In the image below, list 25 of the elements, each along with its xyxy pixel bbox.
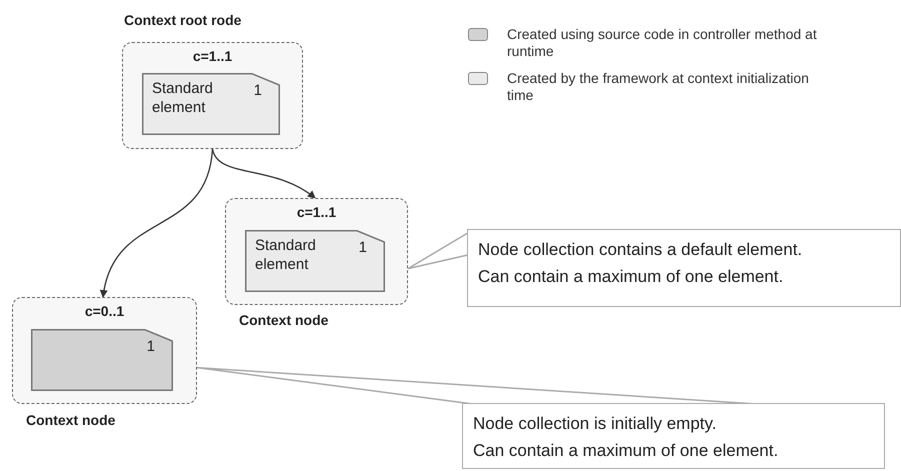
callout-box (462, 403, 885, 469)
element-count: 1 (254, 81, 262, 100)
context-element-card (142, 73, 280, 135)
context-element-card (31, 329, 173, 391)
cardinality-label: c=0..1 (84, 303, 126, 319)
element-count: 1 (358, 238, 367, 257)
arrow (100, 148, 214, 298)
node-heading: Context root rode (124, 12, 242, 28)
legend-text: Created by the framework at context initialization time (507, 70, 810, 104)
callout-text: Can contain a maximum of one element. (478, 266, 784, 288)
callout-pointer (407, 232, 468, 270)
node-heading: Context node (26, 412, 116, 428)
legend-text: Created using source code in controller method at runtime (507, 26, 818, 60)
callout-text: Node collection contains a default element. (478, 239, 804, 261)
context-element-card (245, 230, 385, 292)
node-heading: Context node (239, 312, 328, 328)
cardinality-label: c=1..1 (192, 48, 234, 64)
element-count: 1 (146, 337, 155, 356)
callout-box (467, 229, 901, 307)
callout-text: Can contain a maximum of one element. (473, 440, 780, 462)
arrow (212, 148, 316, 199)
element-name: Standard element (255, 236, 317, 274)
callout-text: Node collection is initially empty. (473, 413, 718, 435)
cardinality-label: c=1..1 (296, 204, 338, 220)
element-name: Standard element (152, 79, 214, 117)
